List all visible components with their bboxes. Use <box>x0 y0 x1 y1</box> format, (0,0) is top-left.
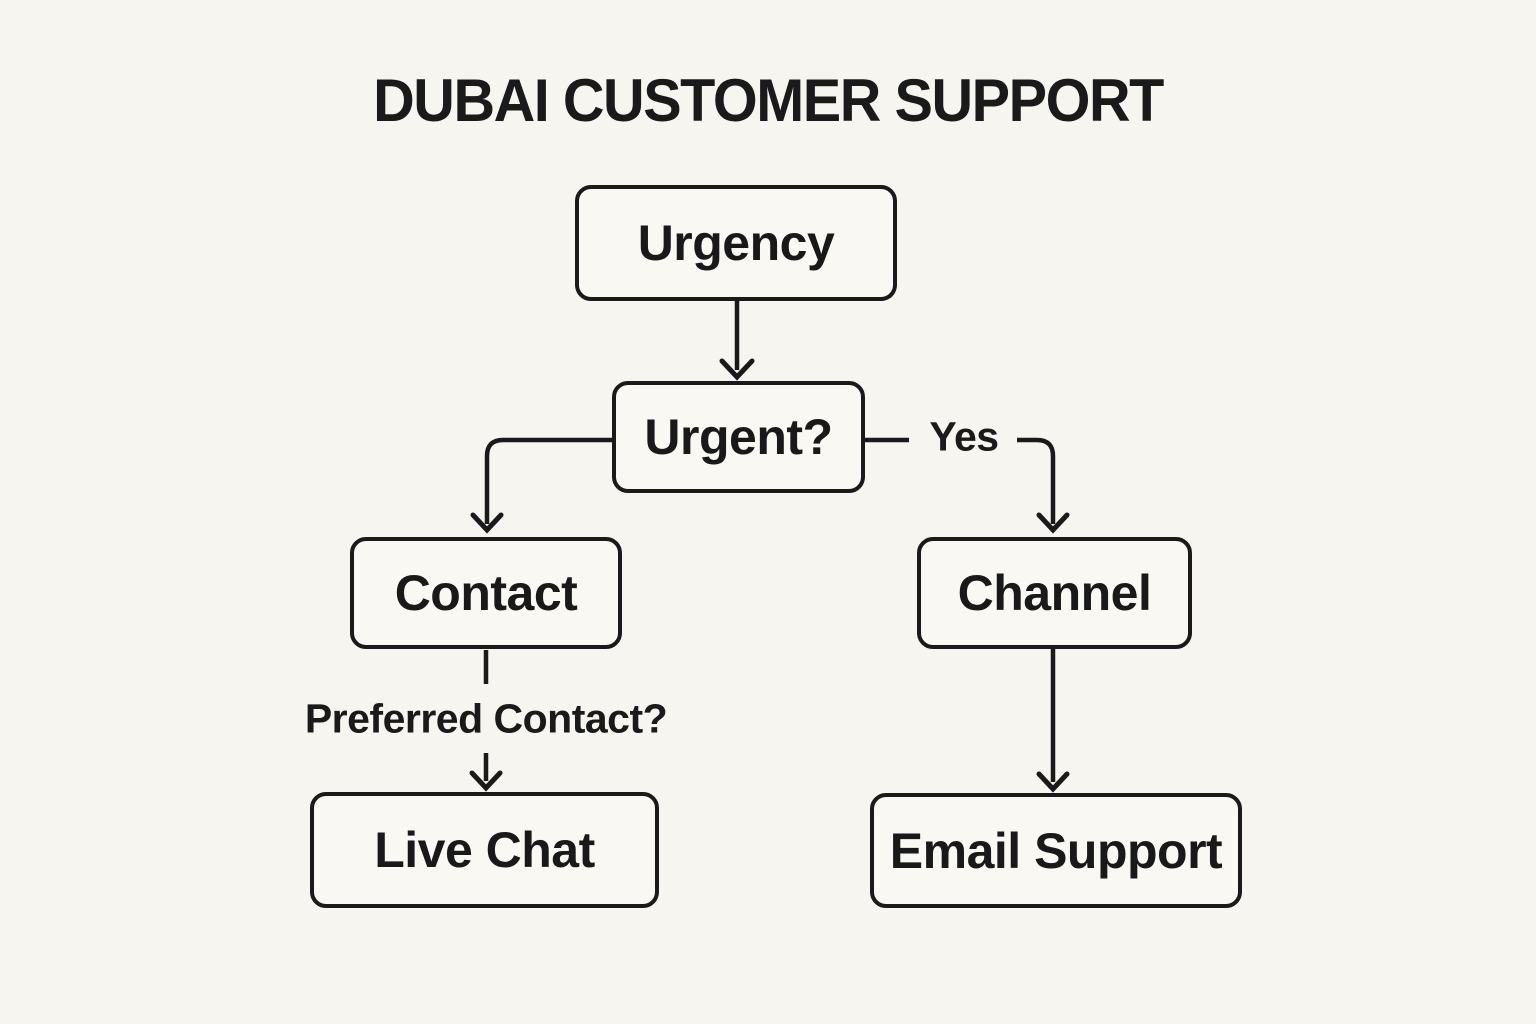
edge-label-yes: Yes <box>929 413 999 460</box>
node-urgent: Urgent? <box>612 381 865 493</box>
node-email-support-label: Email Support <box>889 822 1223 879</box>
node-urgent-label: Urgent? <box>644 409 833 465</box>
edge-channel-email-arrowhead-icon <box>1036 771 1070 793</box>
edge-urgency-urgent-arrowhead-icon <box>719 358 755 381</box>
node-live-chat-label: Live Chat <box>374 822 595 878</box>
edge-label-preferred-contact: Preferred Contact? <box>304 695 668 742</box>
edge-urgent-contact-line <box>484 437 612 524</box>
edge-yes-channel-arrowhead-icon <box>1036 512 1070 534</box>
node-channel-label: Channel <box>957 565 1152 621</box>
edge-urgent-contact-arrowhead-icon <box>470 512 504 534</box>
node-contact: Contact <box>350 537 622 649</box>
diagram-title: DUBAI CUSTOMER SUPPORT <box>373 67 1164 134</box>
node-email-support: Email Support <box>870 793 1242 908</box>
node-contact-label: Contact <box>394 565 578 621</box>
node-live-chat: Live Chat <box>310 792 659 908</box>
edge-preferred-livechat-arrowhead-icon <box>469 770 503 792</box>
node-urgency-label: Urgency <box>637 215 835 271</box>
node-urgency: Urgency <box>575 185 897 301</box>
edge-yes-channel-line <box>1017 437 1056 524</box>
node-channel: Channel <box>917 537 1192 649</box>
